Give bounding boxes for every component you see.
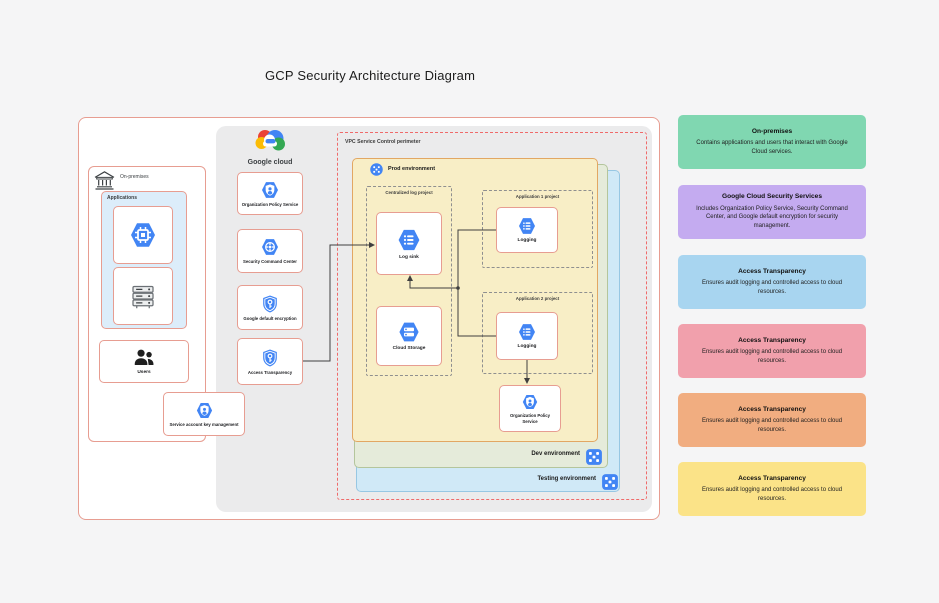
app1-logging-node: Logging — [496, 207, 558, 253]
cloud-storage-node: Cloud Storage — [376, 306, 442, 366]
logging-icon — [396, 227, 422, 253]
service-label: Security Command Center — [243, 259, 297, 265]
service-label: Access Transparency — [247, 369, 293, 375]
legend-card-on-premises: On-premises Contains applications and us… — [678, 115, 866, 169]
service-label: Google default encryption — [243, 315, 297, 321]
org-policy-service-label: Organization Policy Service — [509, 413, 551, 424]
cloud-storage-label: Cloud Storage — [392, 346, 426, 351]
users-node: Users — [99, 340, 189, 383]
dev-project-icon — [584, 447, 604, 467]
service-account-key-node: Service account key management — [163, 392, 245, 436]
shield-person-icon — [521, 393, 539, 411]
legend-card-access-transparency-orange: Access Transparency Ensures audit loggin… — [678, 393, 866, 447]
google-cloud-logo-icon — [252, 127, 288, 153]
legend-card-security-services: Google Cloud Security Services Includes … — [678, 185, 866, 239]
legend-body: Ensures audit logging and controlled acc… — [701, 486, 843, 502]
users-icon — [131, 347, 157, 368]
google-cloud-logo-block: Google cloud — [226, 127, 314, 166]
legend-body: Ensures audit logging and controlled acc… — [701, 417, 843, 433]
legend-title: Access Transparency — [738, 405, 806, 413]
server-icon — [128, 282, 158, 311]
encryption-key-icon — [260, 294, 280, 314]
log-sink-label: Log sink — [399, 254, 419, 260]
legend-title: Access Transparency — [738, 336, 806, 344]
on-premises-building-icon — [92, 169, 117, 191]
log-sink-node: Log sink — [376, 212, 442, 275]
centralized-log-project-label: Centralized log project — [385, 190, 433, 195]
logging-icon — [517, 322, 537, 342]
legend-card-access-transparency-yellow: Access Transparency Ensures audit loggin… — [678, 462, 866, 516]
legend-body: Includes Organization Policy Service, Se… — [696, 205, 848, 229]
prod-environment-label: Prod environment — [388, 166, 436, 172]
google-cloud-label: Google cloud — [247, 159, 293, 166]
legend-title: Access Transparency — [738, 267, 806, 275]
legend-title: Access Transparency — [738, 474, 806, 482]
app2-logging-label: Logging — [517, 344, 537, 349]
diagram-title: GCP Security Architecture Diagram — [265, 68, 476, 83]
shield-person-icon — [195, 401, 214, 420]
org-policy-service-node: Organization Policy Service — [499, 385, 561, 432]
legend-card-access-transparency-pink: Access Transparency Ensures audit loggin… — [678, 324, 866, 378]
legend-body: Contains applications and users that int… — [696, 139, 848, 155]
application-compute-node — [113, 206, 173, 264]
service-node-default-encryption: Google default encryption — [237, 285, 303, 330]
testing-environment-label: Testing environment — [537, 476, 596, 482]
testing-project-icon — [600, 472, 620, 492]
legend-body: Ensures audit logging and controlled acc… — [701, 348, 843, 364]
logging-icon — [517, 216, 537, 236]
cloud-storage-icon — [397, 320, 421, 344]
legend-title: Google Cloud Security Services — [721, 193, 823, 201]
security-command-center-icon — [260, 237, 280, 257]
encryption-key-icon — [260, 348, 280, 368]
dev-environment-label: Dev environment — [531, 451, 580, 457]
on-premises-label: On-premises — [120, 174, 149, 180]
application-1-project-box: Application 1 project — [482, 190, 593, 268]
legend-card-access-transparency-blue: Access Transparency Ensures audit loggin… — [678, 255, 866, 309]
compute-chip-icon — [128, 220, 158, 250]
service-label: Organization Policy Service — [241, 201, 299, 207]
applications-label: Applications — [107, 195, 138, 201]
legend-body: Ensures audit logging and controlled acc… — [701, 279, 843, 295]
vpc-perimeter-label: VPC Service Control perimeter — [345, 139, 421, 145]
prod-environment-icon — [369, 162, 384, 177]
service-account-key-label: Service account key management — [169, 421, 239, 427]
app1-logging-label: Logging — [517, 238, 537, 243]
application-1-project-label: Application 1 project — [515, 194, 560, 199]
shield-person-icon — [260, 180, 280, 200]
service-node-access-transparency: Access Transparency — [237, 338, 303, 385]
users-label: Users — [137, 370, 151, 375]
legend-title: On-premises — [751, 127, 793, 135]
app2-logging-node: Logging — [496, 312, 558, 360]
application-2-project-label: Application 2 project — [515, 296, 560, 301]
service-node-security-command-center: Security Command Center — [237, 229, 303, 273]
application-server-node — [113, 267, 173, 325]
service-node-organization-policy: Organization Policy Service — [237, 172, 303, 215]
